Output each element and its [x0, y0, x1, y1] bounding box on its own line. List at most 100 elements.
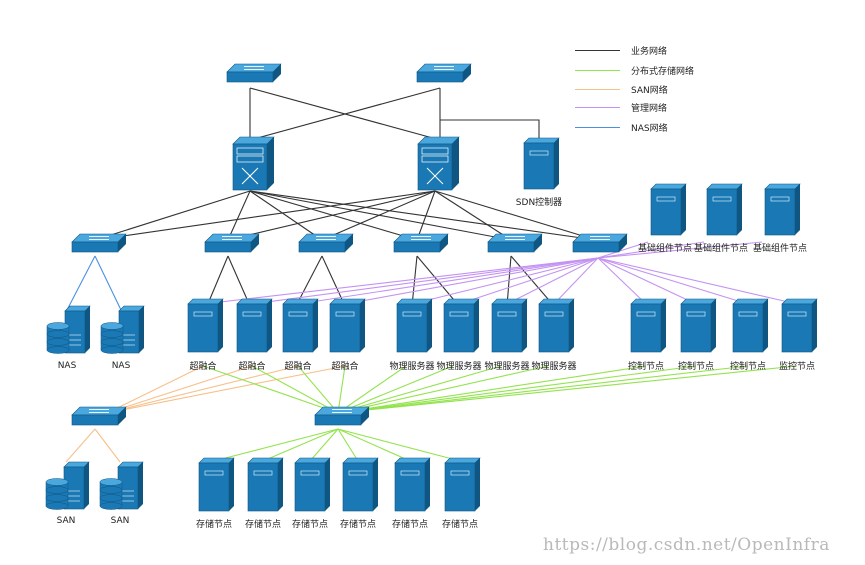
business-link — [295, 255, 323, 307]
hyperconverged-label: 超融合 — [189, 362, 217, 372]
business-link — [506, 255, 512, 307]
monitor-node-server — [781, 298, 818, 353]
san-link — [106, 365, 204, 414]
storage-link — [337, 365, 798, 414]
san-storage — [99, 461, 144, 510]
physical-server — [443, 298, 480, 353]
business-link — [321, 190, 436, 241]
nas-storage — [46, 305, 91, 354]
access-switch — [204, 233, 260, 253]
san-link — [94, 428, 121, 463]
hyperconverged-server — [187, 298, 224, 353]
business-link — [510, 255, 555, 307]
business-link — [249, 190, 597, 241]
management-link — [251, 257, 599, 305]
nas-storage — [100, 305, 145, 354]
storage-link — [337, 428, 359, 462]
hyperconverged-server — [329, 298, 366, 353]
business-link — [440, 119, 540, 142]
network-links — [65, 87, 798, 463]
management-link — [458, 257, 599, 305]
base-node-label: 基础组件节点 — [693, 244, 749, 254]
management-link — [297, 257, 599, 305]
storage-link — [297, 365, 339, 414]
storage-link — [337, 428, 461, 462]
storage-link — [213, 428, 339, 462]
storage-node-label: 存储节点 — [339, 520, 377, 530]
management-link — [344, 257, 599, 305]
business-link — [434, 190, 512, 241]
network-devices — [45, 63, 818, 512]
storage-node-server — [294, 457, 331, 512]
nas-label: NAS — [57, 361, 77, 371]
control-node-label: 控制节点 — [627, 362, 665, 372]
legend-line-san — [575, 89, 620, 90]
storage-node-label: 存储节点 — [391, 520, 429, 530]
physical-server-label: 物理服务器 — [436, 362, 482, 372]
watermark: https://blog.csdn.net/OpenInfra — [543, 535, 830, 555]
storage-link — [337, 365, 346, 414]
physical-server-label: 物理服务器 — [484, 362, 530, 372]
storage-node-label: 存储节点 — [441, 520, 479, 530]
legend-label-management: 管理网络 — [631, 104, 668, 114]
base-component-server — [650, 183, 687, 236]
business-link — [206, 255, 229, 307]
physical-server — [396, 298, 433, 353]
hyperconverged-label: 超融合 — [331, 362, 359, 372]
storage-link — [337, 365, 749, 414]
san-switch — [71, 406, 127, 426]
sdn-controller-label: SDN控制器 — [515, 198, 563, 208]
storage-link — [251, 365, 339, 414]
management-link — [597, 241, 763, 259]
control-node-server — [630, 298, 667, 353]
access-switch — [572, 233, 628, 253]
core-router — [232, 136, 275, 191]
storage-node-label: 存储节点 — [291, 520, 329, 530]
business-link — [249, 87, 441, 141]
san-link — [106, 365, 253, 414]
hyperconverged-server — [236, 298, 273, 353]
storage-link — [202, 365, 339, 414]
management-link — [597, 257, 697, 305]
legend-line-management — [575, 107, 620, 108]
storage-link — [337, 365, 502, 414]
management-link — [597, 257, 798, 305]
physical-server-label: 物理服务器 — [389, 362, 435, 372]
storage-link — [337, 365, 549, 414]
storage-node-server — [444, 457, 481, 512]
hyperconverged-server — [282, 298, 319, 353]
storage-link — [337, 365, 697, 414]
business-link — [416, 190, 436, 241]
access-switch — [393, 233, 449, 253]
storage-node-server — [198, 457, 235, 512]
management-link — [597, 257, 647, 305]
business-link — [227, 255, 251, 307]
access-switch — [298, 233, 354, 253]
hyperconverged-label: 超融合 — [284, 362, 312, 372]
physical-server — [491, 298, 528, 353]
hyperconverged-label: 超融合 — [238, 362, 266, 372]
business-link — [249, 190, 323, 241]
storage-link — [337, 365, 647, 414]
management-link — [597, 241, 705, 259]
base-node-label: 基础组件节点 — [752, 244, 808, 254]
base-node-label: 基础组件节点 — [637, 244, 693, 254]
nas-label: NAS — [111, 361, 131, 371]
legend-label-distributed-storage: 分布式存储网络 — [631, 67, 695, 77]
physical-server — [538, 298, 575, 353]
san-link — [106, 365, 346, 414]
legend-line-business — [575, 50, 620, 51]
core-router — [417, 136, 460, 191]
legend-label-nas: NAS网络 — [631, 124, 668, 134]
core-switch-top — [416, 63, 472, 83]
access-switch — [487, 233, 543, 253]
storage-node-server — [394, 457, 431, 512]
storage-node-label: 存储节点 — [244, 520, 282, 530]
legend-line-distributed-storage — [575, 70, 620, 71]
san-label: SAN — [56, 516, 76, 526]
storage-node-server — [247, 457, 284, 512]
storage-link — [337, 365, 454, 414]
business-link — [249, 190, 512, 241]
storage-link — [309, 428, 339, 462]
